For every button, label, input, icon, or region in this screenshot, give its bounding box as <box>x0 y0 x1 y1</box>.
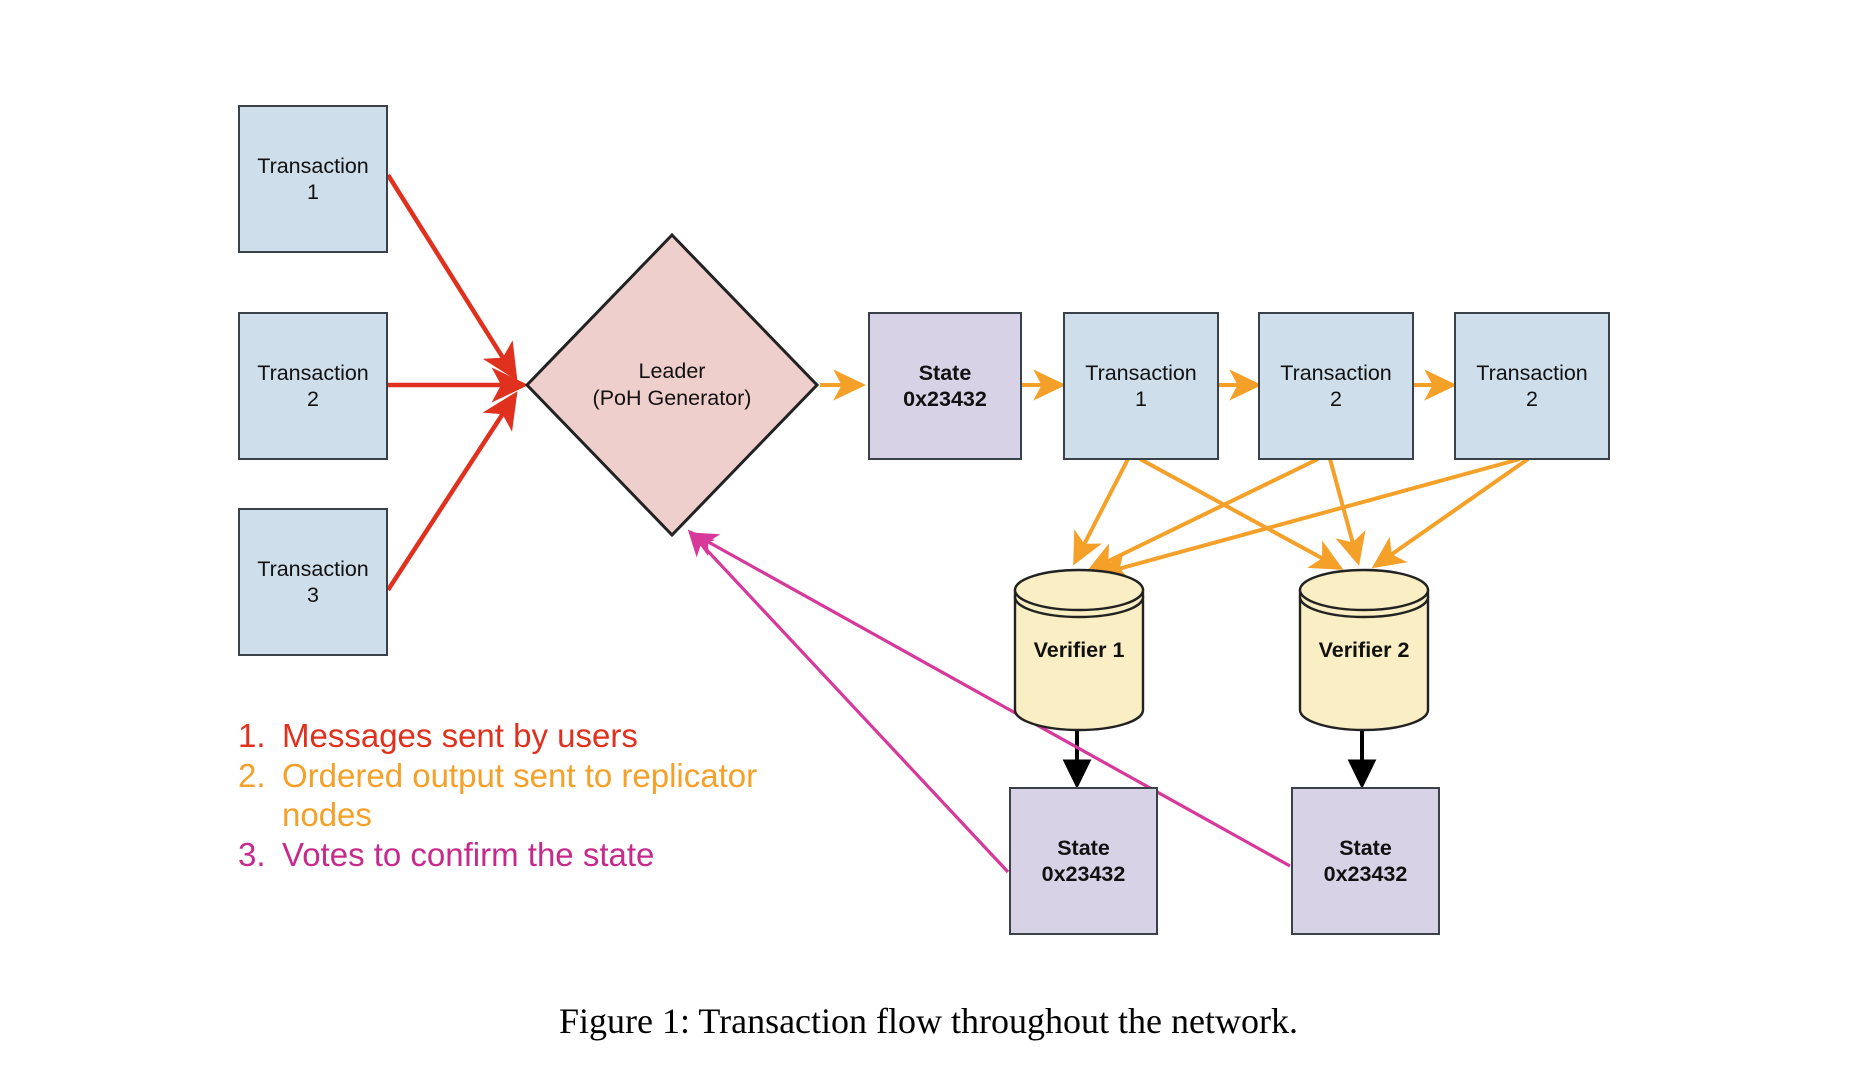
verifier-2-label: Verifier 2 <box>1298 568 1430 732</box>
edge-entry2-to-verifier1 <box>1086 457 1319 572</box>
flow-verifier-state-group <box>1062 730 1377 789</box>
edge-entry1-to-verifier1 <box>1073 458 1130 566</box>
ledger-entry-2-title: Transaction <box>1280 360 1392 385</box>
ledger-entry-2-label: Transaction 2 <box>1280 360 1392 412</box>
verifier-1-text: Verifier 1 <box>1033 637 1125 662</box>
legend-item-2-number: 2. <box>238 756 266 794</box>
input-transaction-1-number: 1 <box>307 180 319 204</box>
verifier-2-text: Verifier 2 <box>1318 637 1410 662</box>
ledger-entry-2[interactable]: Transaction 2 <box>1258 312 1414 460</box>
verifier-1-cylinder-shape <box>1013 568 1145 732</box>
edge-entry2-to-verifier2 <box>1328 458 1366 566</box>
leader-node[interactable]: Leader (PoH Generator) <box>524 232 820 538</box>
verifier-2-state-hash: 0x23432 <box>1323 862 1408 886</box>
verifier-2-state-box[interactable]: State 0x23432 <box>1291 787 1440 935</box>
input-transaction-2-number: 2 <box>307 387 319 411</box>
verifier-2-cylinder-shape <box>1298 568 1430 732</box>
verifier-1-node[interactable]: Verifier 1 <box>1013 568 1145 732</box>
verifier-1-state-label: State 0x23432 <box>1042 835 1126 887</box>
input-transaction-3-number: 3 <box>307 583 319 607</box>
verifier-1-state-hash: 0x23432 <box>1041 862 1126 886</box>
input-transaction-3-title: Transaction <box>257 556 369 581</box>
ledger-entry-1[interactable]: Transaction 1 <box>1063 312 1219 460</box>
input-transaction-3[interactable]: Transaction 3 <box>238 508 388 656</box>
legend-item-3-number: 3. <box>238 835 266 873</box>
legend-item-messages: 1. Messages sent by users <box>238 716 798 756</box>
ledger-entry-3-label: Transaction 2 <box>1476 360 1588 412</box>
ledger-entry-3[interactable]: Transaction 2 <box>1454 312 1610 460</box>
edge-tx3-to-leader <box>386 391 518 592</box>
verifier-2-state-title: State <box>1339 835 1392 860</box>
ledger-entry-1-number: 1 <box>1135 387 1147 411</box>
figure-caption: Figure 1: Transaction flow throughout th… <box>559 1001 1298 1041</box>
ledger-entry-3-number: 2 <box>1526 387 1538 411</box>
leader-subtitle: (PoH Generator) <box>592 386 752 410</box>
verifier-1-state-box[interactable]: State 0x23432 <box>1009 787 1158 935</box>
edge-entry1-to-verifier2 <box>1139 457 1344 570</box>
input-transaction-2[interactable]: Transaction 2 <box>238 312 388 460</box>
ledger-state-box[interactable]: State 0x23432 <box>868 312 1022 460</box>
input-transaction-1[interactable]: Transaction 1 <box>238 105 388 253</box>
ledger-entry-3-title: Transaction <box>1476 360 1588 385</box>
edge-entry3-to-verifier1 <box>1096 457 1521 582</box>
legend-item-1-text: Messages sent by users <box>282 717 638 754</box>
ledger-state-hash: 0x23432 <box>903 387 987 411</box>
input-transaction-1-label: Transaction 1 <box>257 153 369 205</box>
verifier-2-node[interactable]: Verifier 2 <box>1298 568 1430 732</box>
flow-messages-group <box>386 173 529 592</box>
ledger-state-label: State 0x23432 <box>903 360 987 412</box>
input-transaction-1-title: Transaction <box>257 153 369 178</box>
legend-item-ordered-output: 2. Ordered output sent to replicator nod… <box>238 756 798 835</box>
input-transaction-2-label: Transaction 2 <box>257 360 369 412</box>
legend-item-1-number: 1. <box>238 717 266 754</box>
leader-title: Leader <box>638 359 706 384</box>
leader-label: Leader (PoH Generator) <box>524 232 820 538</box>
ledger-entry-1-label: Transaction 1 <box>1085 360 1197 412</box>
verifier-1-state-title: State <box>1057 835 1110 860</box>
edge-tx1-to-leader <box>386 173 518 381</box>
legend-item-votes: 3. Votes to confirm the state <box>238 835 798 875</box>
legend-item-2-text: Ordered output sent to replicator nodes <box>282 756 758 834</box>
ledger-state-title: State <box>918 360 972 385</box>
ledger-entry-2-number: 2 <box>1330 387 1342 411</box>
leader-diamond-shape <box>524 232 820 538</box>
edge-entry3-to-verifier2 <box>1371 457 1530 569</box>
input-transaction-3-label: Transaction 3 <box>257 556 369 608</box>
verifier-1-label: Verifier 1 <box>1013 568 1145 732</box>
input-transaction-2-title: Transaction <box>257 360 369 385</box>
ledger-entry-1-title: Transaction <box>1085 360 1197 385</box>
legend: 1. Messages sent by users 2. Ordered out… <box>238 716 798 874</box>
legend-item-3-text: Votes to confirm the state <box>282 835 655 873</box>
verifier-2-state-label: State 0x23432 <box>1324 835 1408 887</box>
